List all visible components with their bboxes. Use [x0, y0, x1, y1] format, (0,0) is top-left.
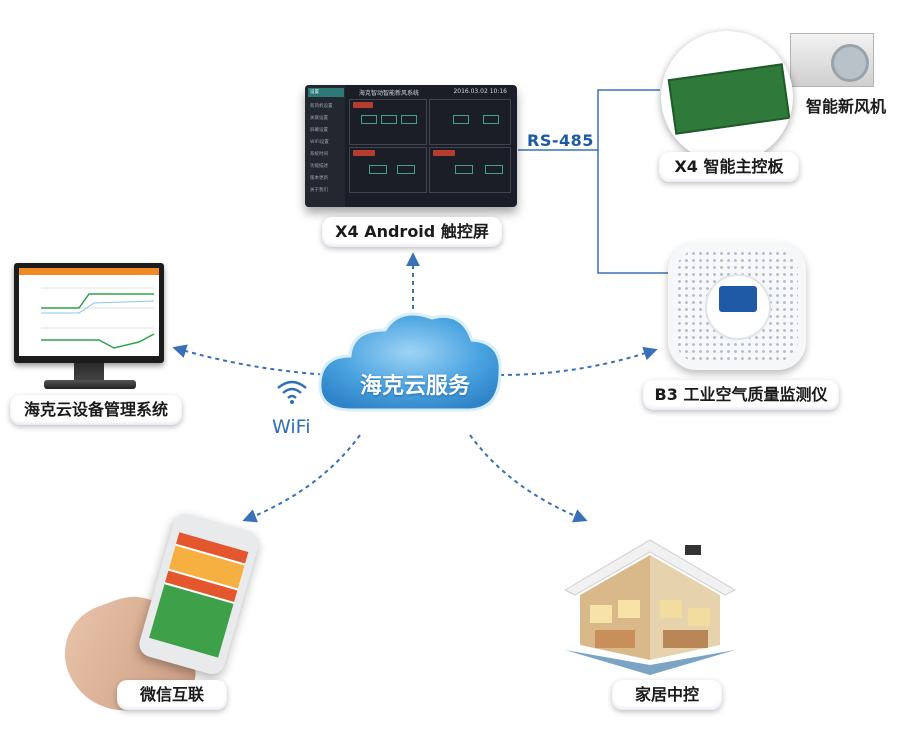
- circuit-board-image: [667, 63, 791, 135]
- air-monitor-logo: [705, 274, 771, 340]
- main-board-bubble: [661, 31, 793, 163]
- wechat-label: 微信互联: [117, 680, 227, 710]
- management-monitor: [14, 263, 164, 363]
- screen-menu-item: WIFI设置: [310, 140, 329, 145]
- touch-screen-device: 设置 新风机设置 关联设置 屏幕设置 WIFI设置 系统时间 功能描述 版本更新…: [305, 85, 517, 207]
- screen-menu-item: 屏幕设置: [310, 128, 328, 133]
- rs485-line: [518, 89, 660, 151]
- screen-menu-item: 关联设置: [310, 116, 328, 121]
- arrow-to-monitor: [172, 344, 331, 376]
- screen-menu-item: 关于我们: [310, 188, 328, 193]
- smart-house-image: [563, 539, 737, 675]
- main-board-label: X4 智能主控板: [659, 152, 799, 182]
- screen-menu-item: 新风机设置: [310, 104, 333, 109]
- screen-menu-item: 功能描述: [310, 164, 328, 169]
- wifi-label: WiFi: [272, 416, 311, 438]
- rs485-label: RS-485: [527, 131, 594, 150]
- air-monitor-device: [668, 242, 806, 370]
- monitor-chart-graphic: [41, 287, 155, 349]
- rs485-line-lower: [597, 150, 670, 274]
- cloud-service-label: 海克云服务: [359, 374, 470, 399]
- screen-menu-item: 设置: [310, 90, 319, 95]
- screen-date: 2016.03.02 10:16: [453, 88, 507, 95]
- screen-menu-item: 系统时间: [310, 152, 328, 157]
- cloud-management-label: 海克云设备管理系统: [10, 395, 182, 425]
- wifi-icon: [277, 380, 307, 404]
- cloud-shape: [318, 312, 502, 412]
- screen-title: 海克智动智能新风系统: [359, 90, 420, 97]
- air-monitor-label: B3 工业空气质量监测仪: [643, 380, 839, 410]
- arrow-to-phone: [242, 434, 361, 523]
- ventilator-label: 智能新风机: [806, 97, 887, 116]
- screen-sidebar: [305, 85, 345, 207]
- arrow-to-house: [469, 434, 588, 523]
- ventilator-unit: [790, 33, 874, 87]
- screen-menu-item: 版本更新: [310, 176, 328, 181]
- touch-screen-label: X4 Android 触控屏: [322, 217, 502, 247]
- home-control-label: 家居中控: [612, 680, 722, 710]
- arrow-to-air-monitor: [499, 346, 658, 376]
